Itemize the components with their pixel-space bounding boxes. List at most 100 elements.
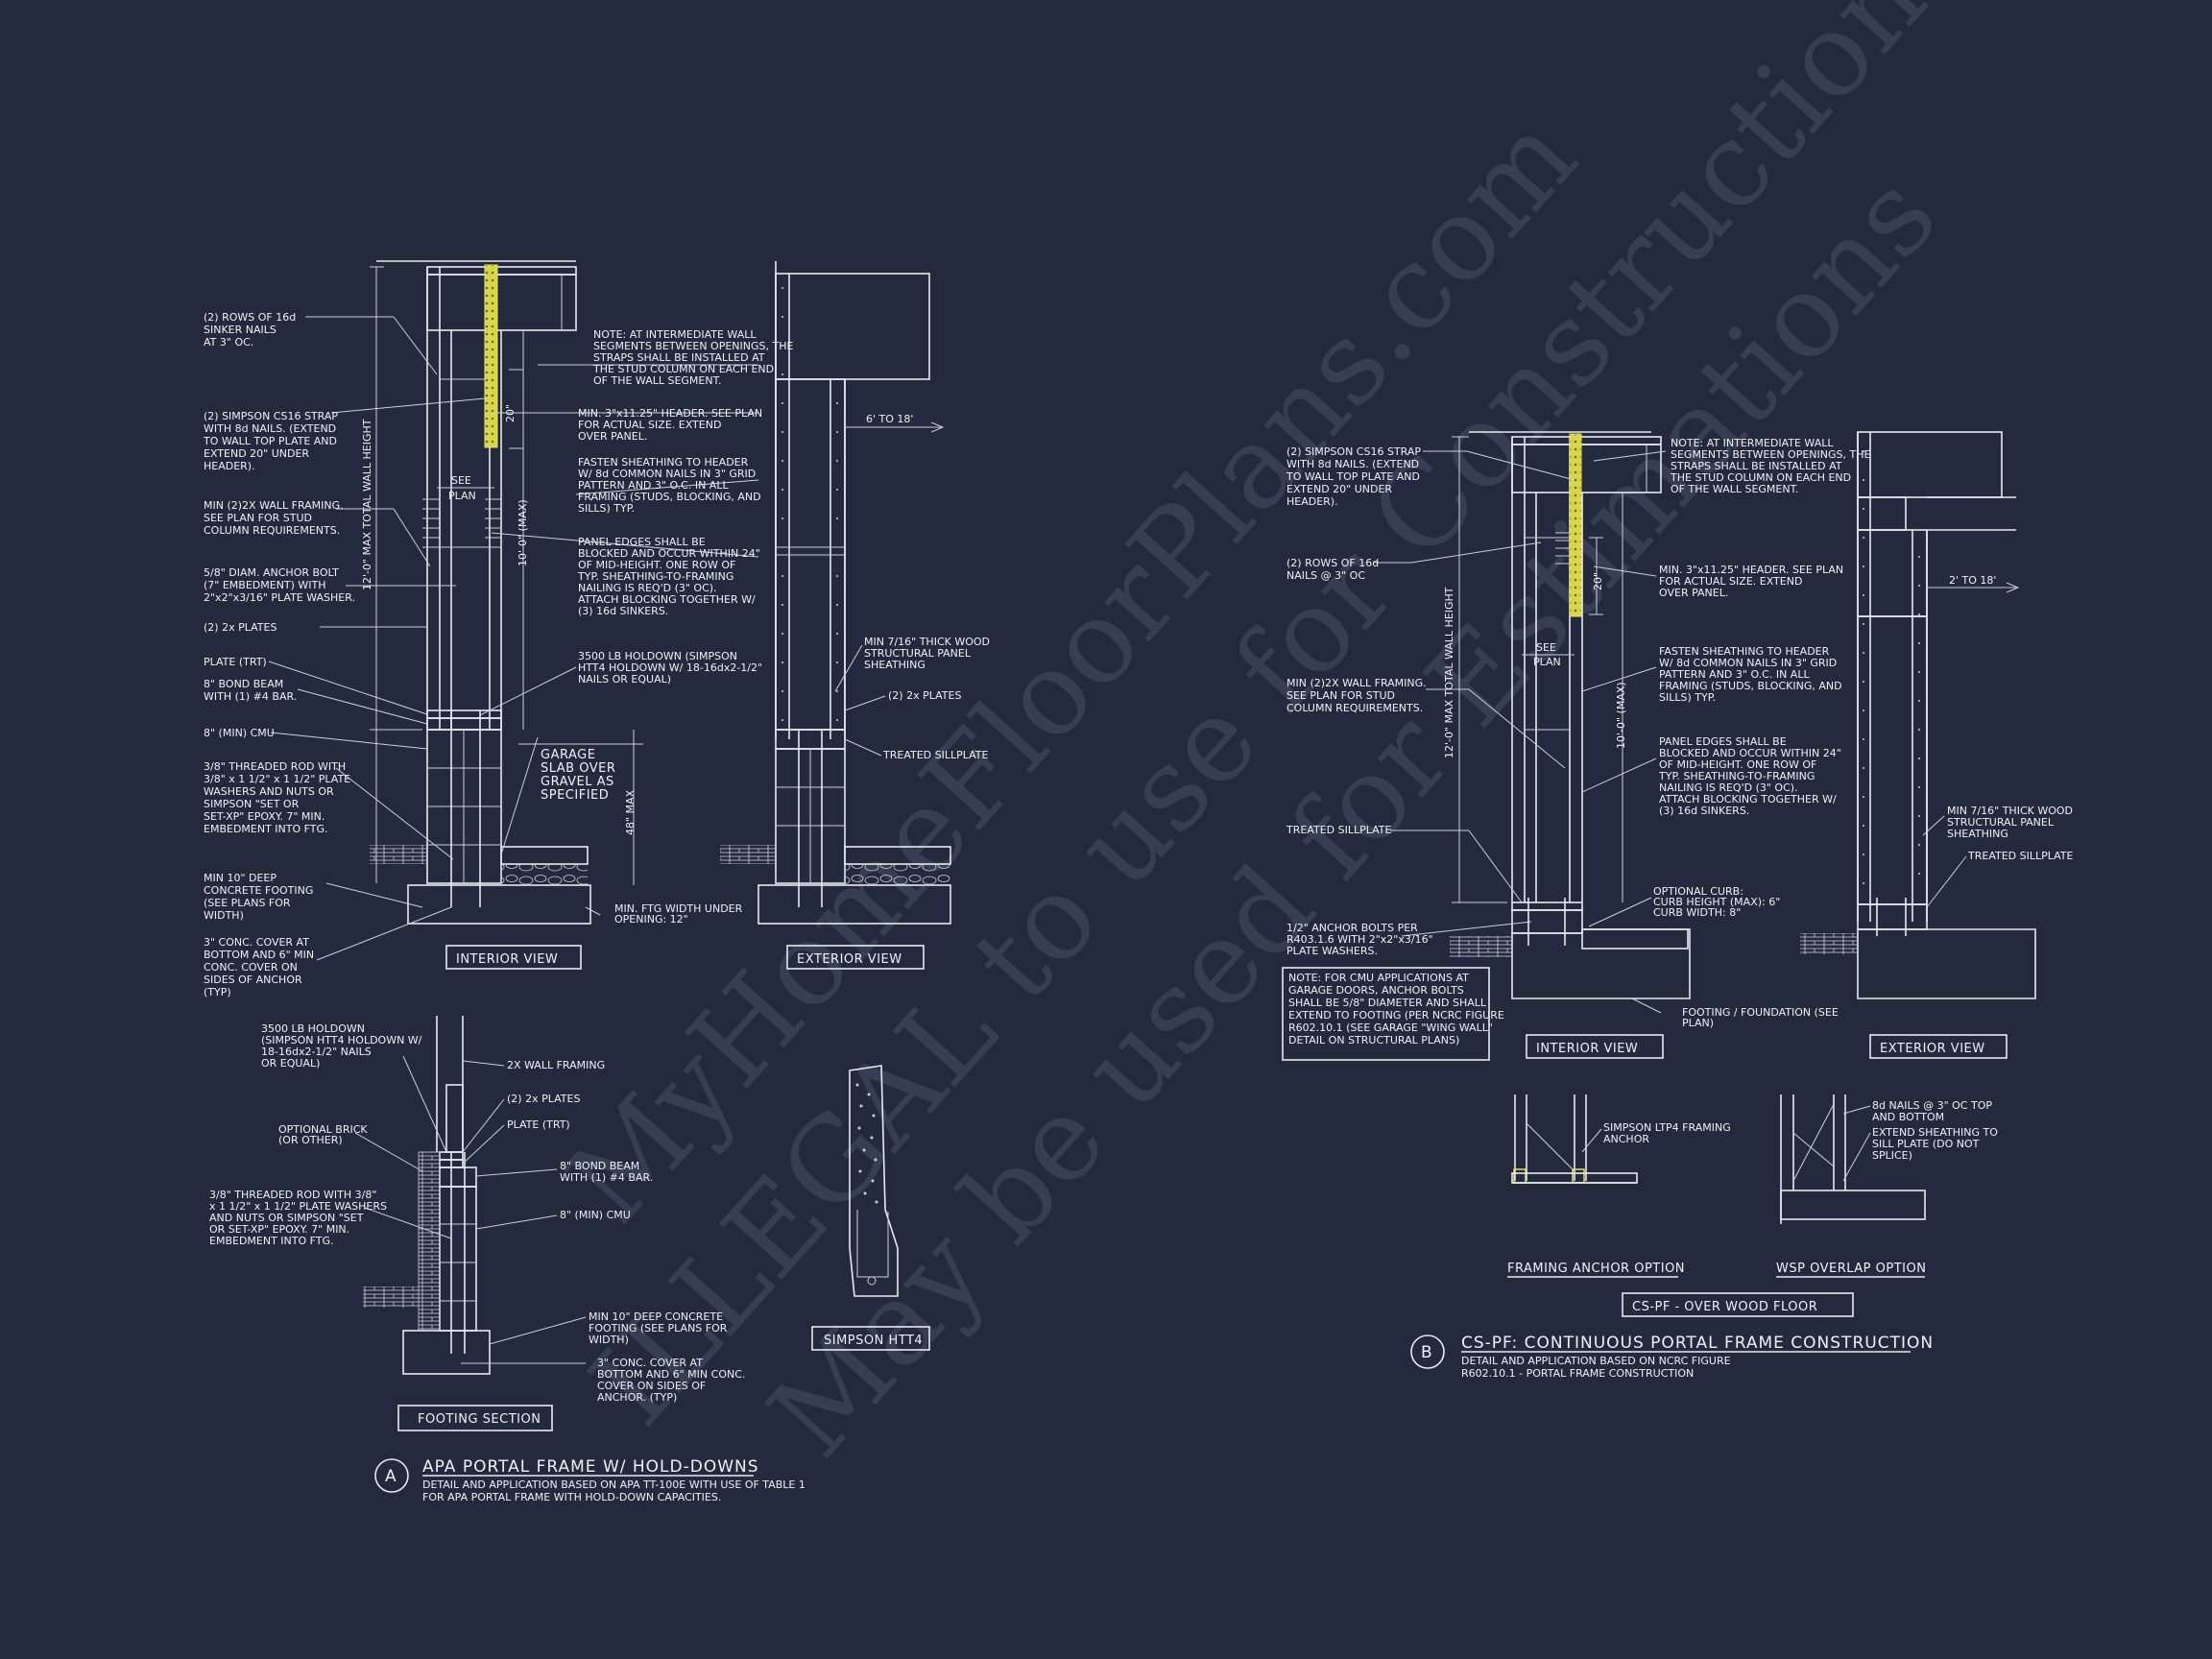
simpson-htt4-label: SIMPSON HTT4	[824, 1334, 923, 1348]
over-wood-floor-label-box	[1622, 1292, 1854, 1317]
detail-a-exterior-label-box	[786, 945, 925, 970]
wsp-overlap-label: WSP OVERLAP OPTION	[1776, 1262, 1926, 1276]
detail-b-marker: B	[1421, 1343, 1433, 1362]
over-wood-floor-label: CS-PF - OVER WOOD FLOOR	[1632, 1300, 1817, 1314]
a-ext-note-3: TREATED SILLPLATE	[882, 749, 989, 761]
detail-a-title: APA PORTAL FRAME W/ HOLD-DOWNS	[422, 1457, 759, 1477]
footing-section-label-box	[397, 1405, 553, 1431]
a-foot-note-1: 3500 LB HOLDOWN(SIMPSON HTT4 HOLDOWN W/1…	[261, 1022, 422, 1070]
detail-b-interior-label-box	[1526, 1034, 1664, 1059]
detail-b-interior-label: INTERIOR VIEW	[1536, 1042, 1638, 1056]
a-foot-note-7: 8" (MIN) CMU	[560, 1209, 631, 1221]
dim-b-20: 20"	[1592, 572, 1604, 590]
a-foot-note-2: 2X WALL FRAMING	[507, 1059, 605, 1071]
detail-a-exterior-label: EXTERIOR VIEW	[797, 952, 902, 967]
a-note-4: 5/8" DIAM. ANCHOR BOLT(7" EMBEDMENT) WIT…	[204, 566, 355, 604]
detail-a-subtitle-1: DETAIL AND APPLICATION BASED ON APA TT-1…	[422, 1479, 805, 1491]
see-plan-a-2: PLAN	[448, 490, 476, 502]
b-mid-note-5: OPTIONAL CURB:CURB HEIGHT (MAX): 6"CURB …	[1653, 885, 1780, 919]
b-ext-note-2: TREATED SILLPLATE	[1967, 850, 2074, 862]
detail-a-interior-view: SEE PLAN 12'-0" MAX TOTAL WALL HEIGHT 10…	[361, 260, 643, 970]
a-foot-note-4: PLATE (TRT)	[507, 1118, 570, 1131]
a-note-3: MIN (2)2X WALL FRAMING.SEE PLAN FOR STUD…	[204, 499, 344, 537]
a-foot-note-8: 3/8" THREADED ROD WITH 3/8"x 1 1/2" x 1 …	[209, 1189, 387, 1247]
a-foot-note-3: (2) 2x PLATES	[507, 1093, 580, 1105]
detail-a-footing-section: 3500 LB HOLDOWN(SIMPSON HTT4 HOLDOWN W/1…	[209, 1016, 745, 1431]
detail-b-title-block: B CS-PF: CONTINUOUS PORTAL FRAME CONSTRU…	[1410, 1334, 1934, 1380]
dim-a-total-height: 12'-0" MAX TOTAL WALL HEIGHT	[361, 419, 373, 590]
detail-b-subtitle-2: R602.10.1 - PORTAL FRAME CONSTRUCTION	[1461, 1367, 1694, 1380]
simpson-htt4-detail: SIMPSON HTT4	[811, 1065, 930, 1351]
dim-b-span: 2' TO 18'	[1949, 574, 1996, 587]
detail-b-exterior-label-box	[1869, 1034, 2008, 1059]
detail-a-interior-label-box	[445, 945, 582, 970]
dim-b-max10: 10'-0" (MAX)	[1615, 682, 1627, 749]
a-foot-note-5: OPTIONAL BRICK(OR OTHER)	[278, 1123, 368, 1146]
see-plan-b-1: SEE	[1536, 641, 1556, 654]
footing-section-label: FOOTING SECTION	[418, 1412, 541, 1427]
see-plan-a-1: SEE	[451, 474, 471, 487]
a-note-5: (2) 2x PLATES	[204, 621, 276, 634]
dim-a-48: 48" MAX	[624, 789, 637, 835]
a-note-6: PLATE (TRT)	[204, 656, 267, 668]
detail-a-interior-label: INTERIOR VIEW	[456, 952, 558, 967]
detail-a-subtitle-2: FOR APA PORTAL FRAME WITH HOLD-DOWN CAPA…	[422, 1491, 721, 1503]
simpson-htt4-label-box	[811, 1326, 930, 1351]
see-plan-b-2: PLAN	[1533, 656, 1561, 668]
detail-a-title-block: A APA PORTAL FRAME W/ HOLD-DOWNS DETAIL …	[374, 1457, 805, 1503]
dim-a-max10: 10'-0" (MAX)	[517, 499, 529, 566]
b-note-4: TREATED SILLPLATE	[1286, 824, 1392, 836]
framing-anchor-label: FRAMING ANCHOR OPTION	[1507, 1262, 1685, 1276]
detail-b-interior-view: SEE PLAN 12'-0" MAX TOTAL WALL HEIGHT 10…	[1443, 431, 1691, 1059]
a-note-8: 8" (MIN) CMU	[204, 727, 275, 739]
detail-a-marker: A	[385, 1467, 397, 1486]
detail-a-leaders	[268, 316, 759, 961]
watermark-line-2: ILLEGAL to use for Construction	[565, 0, 1951, 1451]
b-cmu-note-box	[1282, 967, 1490, 1061]
detail-b-leaders	[1373, 450, 1667, 1014]
detail-b-exterior-label: EXTERIOR VIEW	[1880, 1042, 1985, 1056]
detail-b-subtitle-1: DETAIL AND APPLICATION BASED ON NCRC FIG…	[1461, 1355, 1731, 1367]
detail-b-title: CS-PF: CONTINUOUS PORTAL FRAME CONSTRUCT…	[1461, 1334, 1934, 1353]
dim-b-total-height: 12'-0" MAX TOTAL WALL HEIGHT	[1443, 587, 1455, 758]
a-ext-note-2: (2) 2x PLATES	[888, 689, 961, 702]
dim-a-span: 6' TO 18'	[866, 413, 913, 425]
b-note-3: MIN (2)2X WALL FRAMING.SEE PLAN FOR STUD…	[1286, 677, 1427, 714]
